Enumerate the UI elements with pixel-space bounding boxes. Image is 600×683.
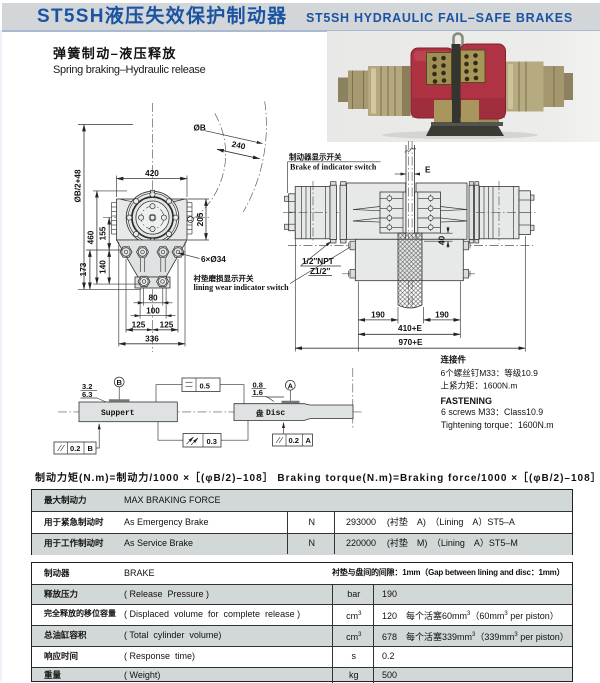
svg-text:6个螺丝钉M33：等级10.9: 6个螺丝钉M33：等级10.9 — [441, 368, 539, 378]
svg-text:0.8: 0.8 — [253, 380, 263, 389]
svg-text:125: 125 — [160, 320, 174, 329]
svg-text:0.2: 0.2 — [289, 436, 299, 445]
svg-text:140: 140 — [99, 260, 108, 274]
svg-text:3.2: 3.2 — [82, 382, 92, 391]
svg-text:155: 155 — [99, 226, 108, 240]
svg-text:6 screws M33：Class10.9: 6 screws M33：Class10.9 — [441, 407, 543, 417]
svg-text:FASTENING: FASTENING — [441, 396, 493, 406]
svg-text:上紧力矩：1600N.m: 上紧力矩：1600N.m — [441, 381, 518, 391]
svg-text:Suppert: Suppert — [101, 409, 135, 418]
svg-text:B: B — [116, 378, 122, 387]
svg-text:连接件: 连接件 — [441, 355, 467, 365]
svg-text:6×Ø34: 6×Ø34 — [201, 255, 226, 264]
svg-text:1/2″NPT: 1/2″NPT — [302, 257, 334, 266]
svg-text:6.3: 6.3 — [82, 390, 92, 399]
svg-text:A: A — [288, 381, 294, 390]
svg-text:970+E: 970+E — [399, 338, 423, 347]
svg-text:B: B — [88, 444, 94, 453]
svg-text:460: 460 — [86, 230, 95, 244]
svg-text:衬垫磨损显示开关: 衬垫磨损显示开关 — [194, 273, 254, 283]
svg-text:Brake of indicator switch: Brake of indicator switch — [290, 163, 377, 172]
svg-text:80: 80 — [148, 294, 158, 303]
svg-text:Tightening torque：1600N.m: Tightening torque：1600N.m — [441, 420, 554, 430]
svg-text:190: 190 — [371, 311, 385, 320]
svg-text:125: 125 — [132, 320, 146, 329]
svg-text:0.2: 0.2 — [70, 444, 80, 453]
svg-text:制动器显示开关: 制动器显示开关 — [289, 152, 342, 162]
svg-text:40: 40 — [438, 236, 447, 246]
svg-text:240: 240 — [231, 140, 247, 152]
svg-text:410+E: 410+E — [398, 324, 422, 333]
svg-text:0.3: 0.3 — [207, 437, 217, 446]
svg-text:100: 100 — [146, 307, 160, 316]
svg-text:0.5: 0.5 — [200, 381, 210, 390]
svg-text:E: E — [425, 166, 431, 175]
svg-text:盘: 盘 — [256, 408, 264, 418]
svg-text:1.6: 1.6 — [253, 388, 263, 397]
svg-text:Disc: Disc — [266, 409, 285, 418]
svg-text:lining wear indicator switch: lining wear indicator switch — [194, 283, 290, 292]
svg-text:ØB: ØB — [194, 124, 206, 133]
svg-text:ØB/2+48: ØB/2+48 — [74, 169, 83, 202]
svg-text:336: 336 — [145, 334, 159, 343]
svg-text:Z1/2″: Z1/2″ — [310, 267, 330, 276]
svg-text:190: 190 — [435, 311, 449, 320]
svg-text:173: 173 — [79, 262, 88, 276]
svg-text:A: A — [306, 436, 312, 445]
svg-text:420: 420 — [145, 169, 159, 178]
svg-text:205: 205 — [196, 212, 205, 226]
